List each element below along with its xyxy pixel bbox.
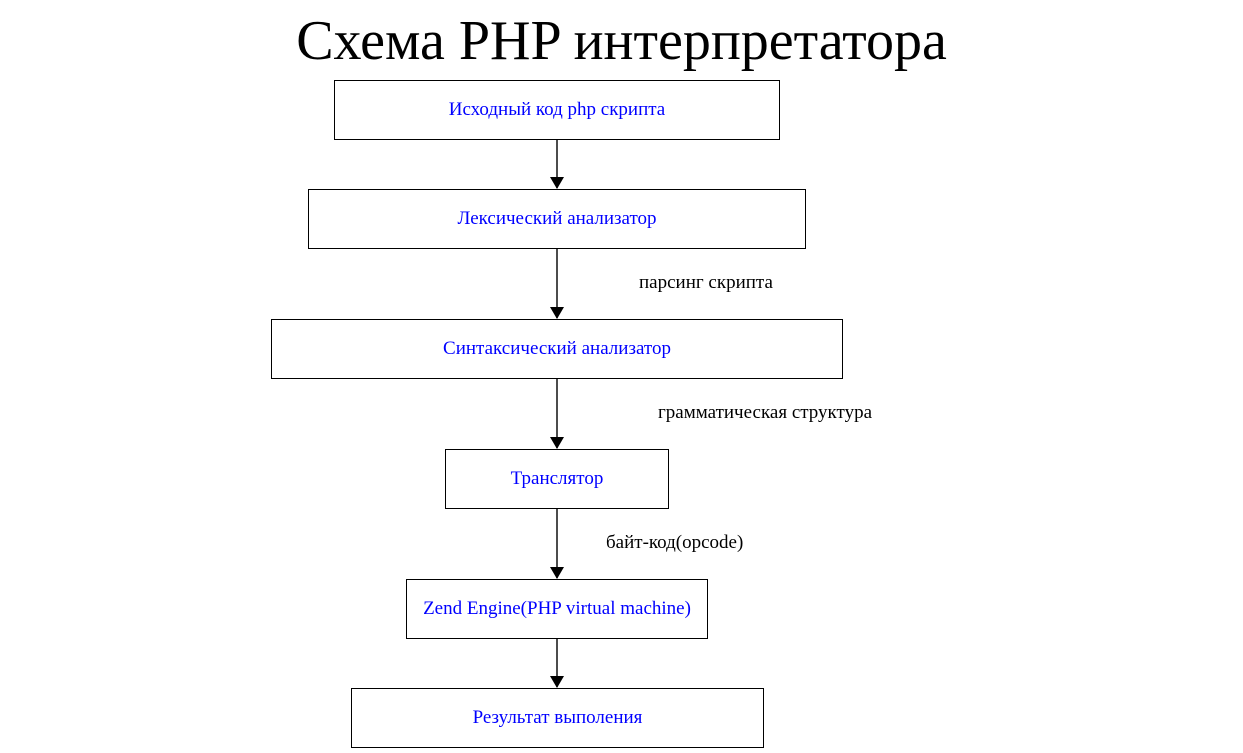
diagram-title: Схема PHP интерпретатора bbox=[296, 10, 947, 72]
node-parser: Синтаксический анализатор bbox=[271, 319, 843, 379]
edge-label-parsing: парсинг скрипта bbox=[639, 272, 773, 293]
node-parser-label: Синтаксический анализатор bbox=[443, 338, 671, 359]
node-result: Результат выполения bbox=[351, 688, 764, 748]
edge-label-grammar-structure: грамматическая структура bbox=[658, 402, 873, 423]
node-zend-engine: Zend Engine(PHP virtual machine) bbox=[406, 579, 708, 639]
node-result-label: Результат выполения bbox=[472, 707, 643, 728]
node-source-code-label: Исходный код php скрипта bbox=[448, 99, 666, 120]
node-translator: Транслятор bbox=[445, 449, 669, 509]
node-translator-label: Транслятор bbox=[510, 468, 604, 489]
node-source-code: Исходный код php скрипта bbox=[334, 80, 780, 140]
edge-label-bytecode: байт-код(opcode) bbox=[606, 532, 744, 553]
node-lexer-label: Лексический анализатор bbox=[457, 208, 657, 229]
node-zend-engine-label: Zend Engine(PHP virtual machine) bbox=[423, 598, 691, 619]
node-lexer: Лексический анализатор bbox=[308, 189, 806, 249]
